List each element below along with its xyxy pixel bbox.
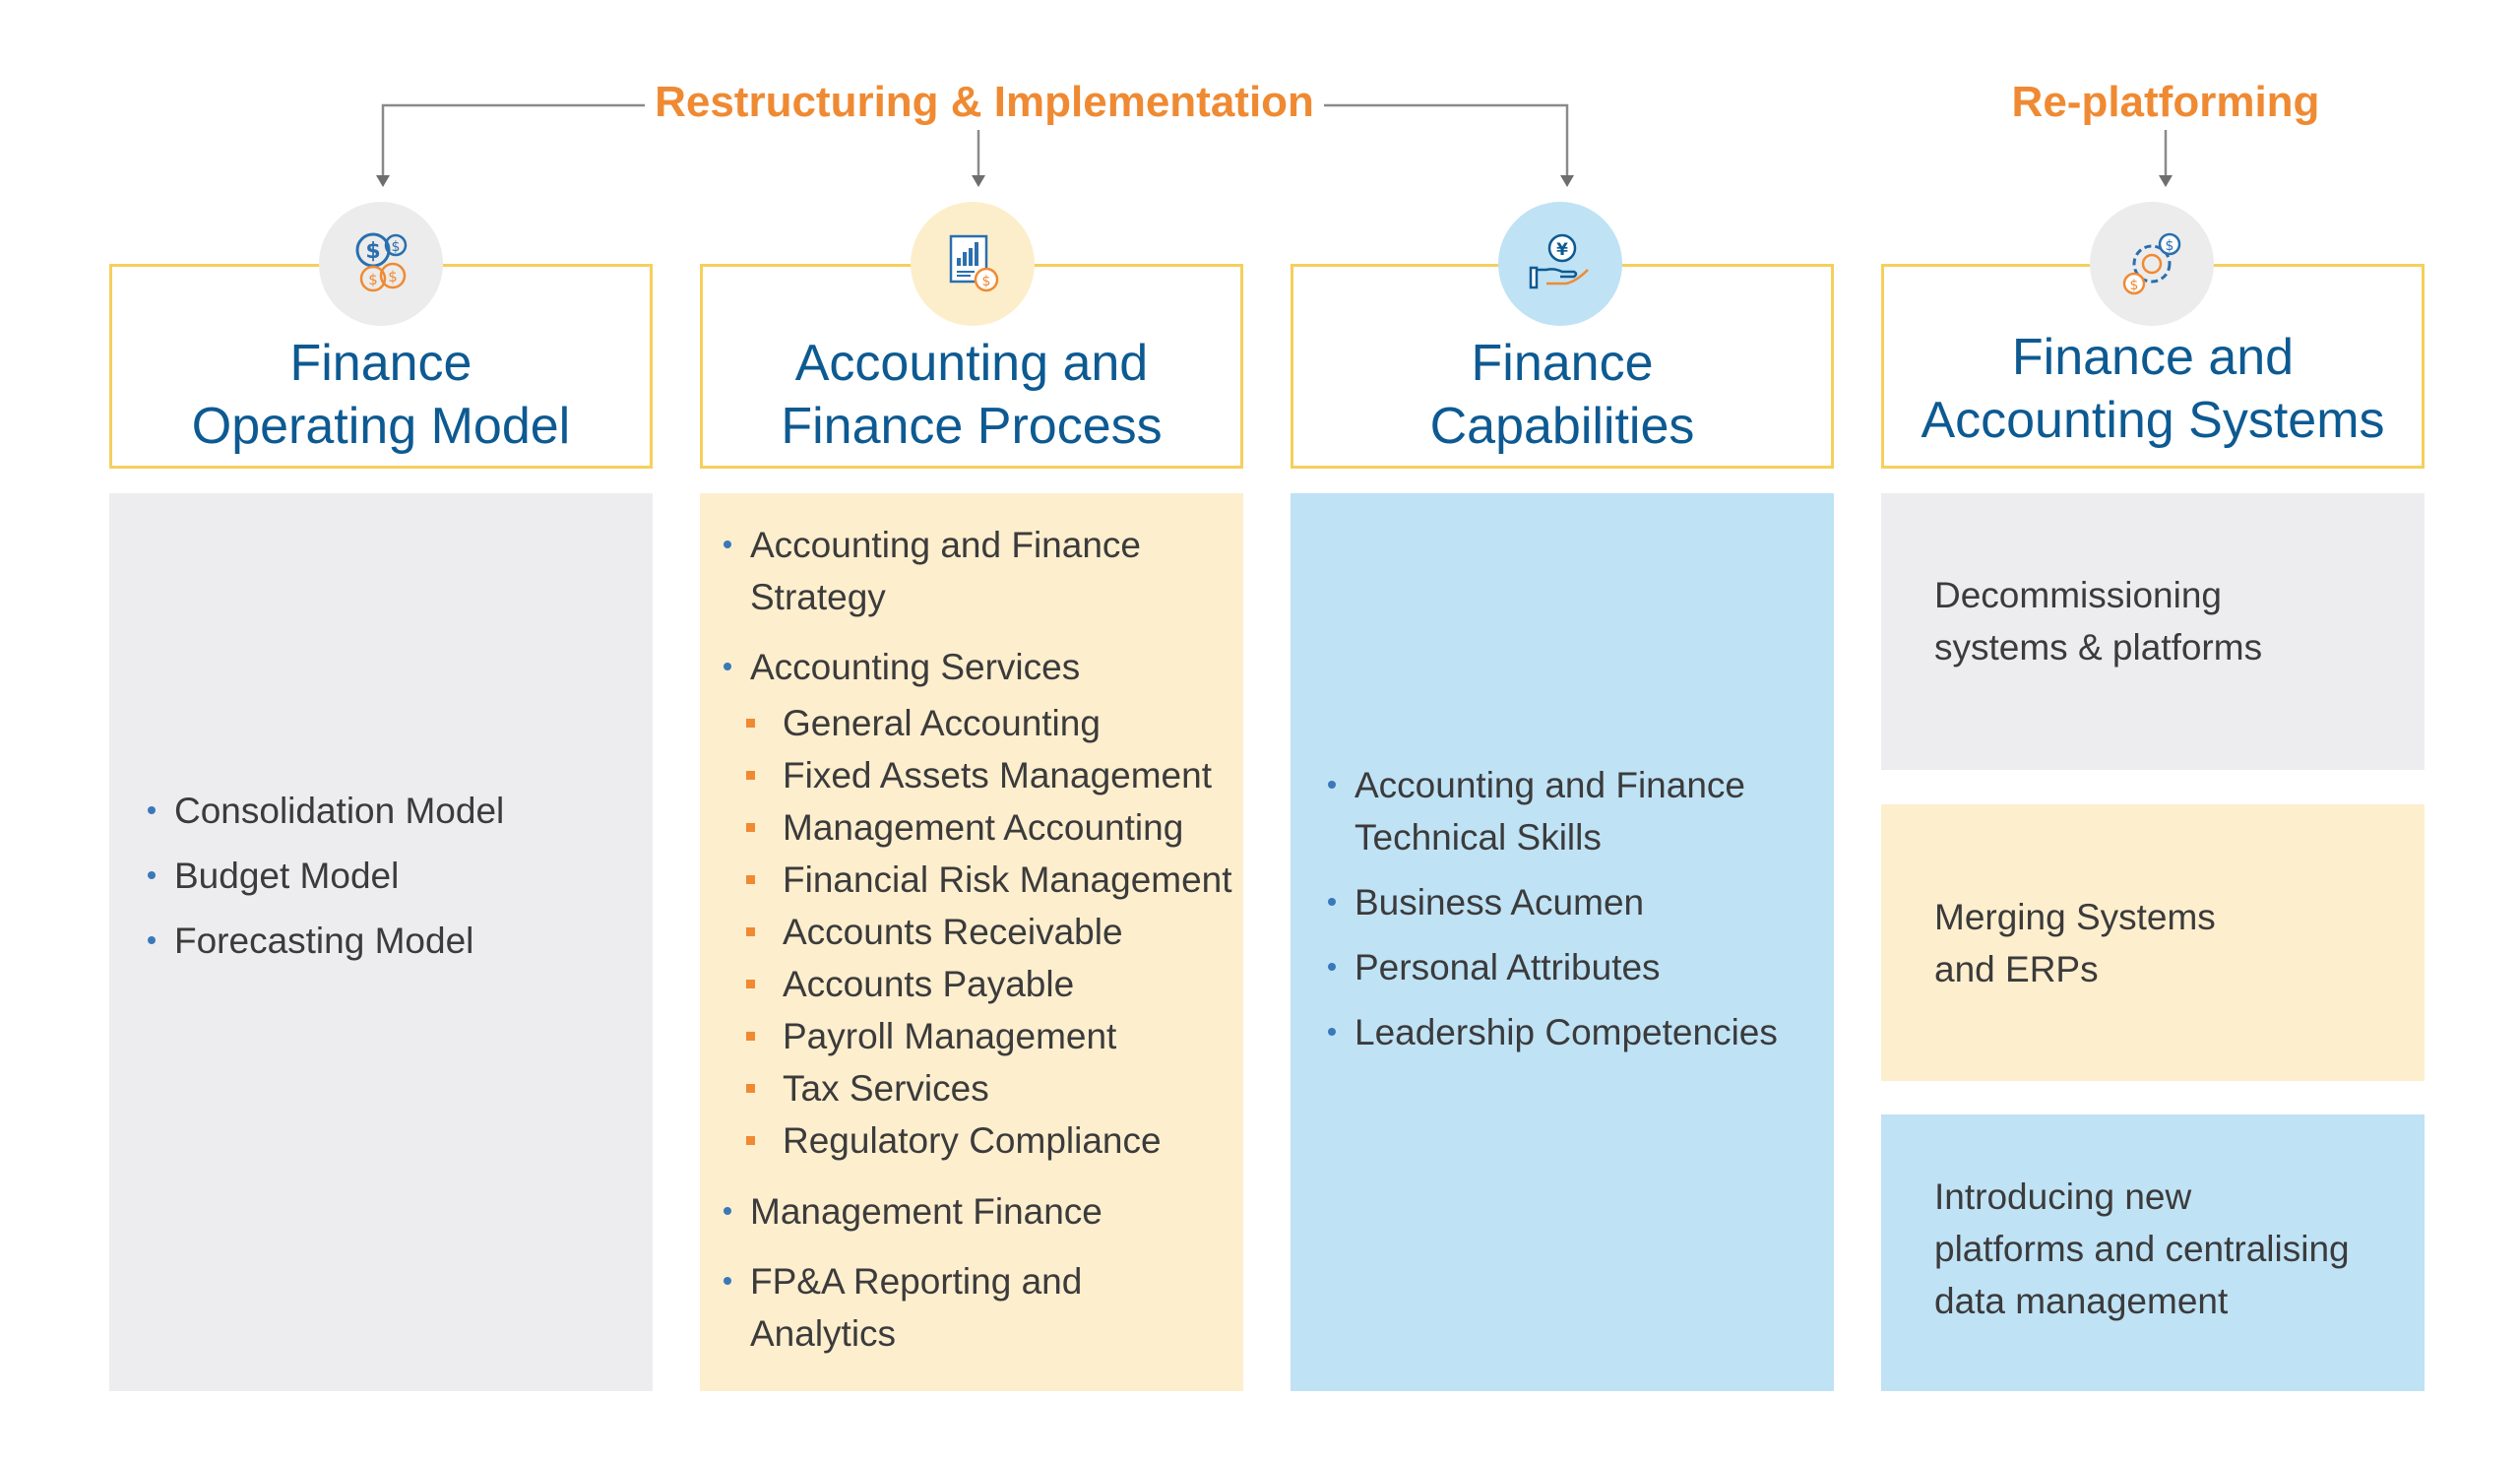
panel-new-platforms: Introducing new platforms and centralisi… (1881, 1114, 2425, 1391)
title-line: Operating Model (191, 398, 571, 455)
sub-list-item: Accounts Receivable (746, 906, 1232, 958)
panel-text: Merging Systems and ERPs (1934, 891, 2216, 995)
svg-text:$: $ (982, 274, 991, 289)
list-item-text: FP&A Reporting and (750, 1261, 1083, 1302)
sub-list-item: Tax Services (746, 1062, 1232, 1114)
panel-decommissioning: Decommissioning systems & platforms (1881, 493, 2425, 770)
title-line: Finance Process (781, 398, 1163, 455)
text-line: systems & platforms (1934, 627, 2263, 667)
text-line: Merging Systems (1934, 897, 2216, 937)
svg-text:$: $ (388, 268, 398, 286)
currency-coins-icon: $ $ $ $ (319, 202, 443, 326)
list-item: Accounting Services (724, 641, 1141, 693)
connector-to-col1 (381, 103, 645, 175)
sub-list-item: Fixed Assets Management (746, 749, 1232, 801)
text-line: Introducing new (1934, 1176, 2192, 1217)
svg-text:$: $ (365, 239, 380, 264)
panel-text: Introducing new platforms and centralisi… (1934, 1171, 2350, 1327)
list-item: Budget Model (147, 850, 504, 902)
connector-lines (376, 103, 2173, 187)
title-line: Finance and (2011, 329, 2295, 386)
panel-text: Decommissioning systems & platforms (1934, 569, 2262, 673)
title-line: Capabilities (1429, 398, 1695, 455)
header-replatforming: Re-platforming (2011, 78, 2320, 126)
svg-text:$: $ (2130, 278, 2139, 293)
svg-text:$: $ (2166, 238, 2174, 254)
hand-yen-icon: ¥ (1498, 202, 1622, 326)
sub-list-item: General Accounting (746, 697, 1232, 749)
text-line: Decommissioning (1934, 575, 2222, 615)
sub-list-item: Financial Risk Management (746, 854, 1232, 906)
connector-to-col3 (1324, 103, 1569, 175)
svg-text:$: $ (392, 239, 401, 255)
list-item-text: Accounting and Finance (1354, 765, 1745, 805)
list-item-text: Accounting and Finance (750, 525, 1141, 565)
text-line: and ERPs (1934, 949, 2099, 989)
header-restructuring: Restructuring & Implementation (655, 78, 1314, 126)
list-item: Personal Attributes (1328, 941, 1778, 993)
arrow-head-col3 (1560, 175, 1574, 187)
text-line: data management (1934, 1281, 2229, 1321)
sub-list-item: Management Accounting (746, 801, 1232, 854)
arrow-head-col1 (376, 175, 390, 187)
gear-dollar-icon: $ $ (2090, 202, 2214, 326)
text-line: platforms and centralising (1934, 1229, 2350, 1269)
title-line: Finance (289, 335, 472, 392)
title-line: Accounting Systems (1921, 392, 2385, 449)
column-title: Finance and Accounting Systems (1921, 326, 2384, 452)
list-item-text: Technical Skills (1354, 817, 1602, 858)
list-item: Management Finance (724, 1185, 1102, 1238)
title-line: Accounting and (794, 335, 1149, 392)
column-title: Finance Operating Model (192, 332, 570, 458)
list-item: Business Acumen (1328, 876, 1778, 928)
list-item-text: Analytics (750, 1313, 897, 1354)
report-dollar-icon: $ (911, 202, 1035, 326)
operating-model-list: Consolidation Model Budget Model Forecas… (147, 785, 504, 967)
list-item-text: Strategy (750, 577, 886, 617)
sub-list-item: Regulatory Compliance (746, 1114, 1232, 1167)
arrow-head-col2 (972, 175, 985, 187)
title-box-systems: Finance and Accounting Systems (1881, 264, 2425, 469)
accounting-services-sublist: General Accounting Fixed Assets Manageme… (746, 697, 1232, 1167)
arrow-head-col4 (2159, 175, 2173, 187)
panel-merging-systems: Merging Systems and ERPs (1881, 804, 2425, 1081)
panel-operating-model: Consolidation Model Budget Model Forecas… (109, 493, 653, 1391)
svg-text:$: $ (368, 271, 378, 288)
column-title: Accounting and Finance Process (781, 332, 1162, 458)
list-item: Leadership Competencies (1328, 1006, 1778, 1058)
sub-list-item: Payroll Management (746, 1010, 1232, 1062)
list-item: Consolidation Model (147, 785, 504, 837)
svg-text:¥: ¥ (1556, 240, 1568, 260)
column-title: Finance Capabilities (1430, 332, 1695, 458)
list-item: Forecasting Model (147, 915, 504, 967)
sub-list-item: Accounts Payable (746, 958, 1232, 1010)
title-line: Finance (1471, 335, 1654, 392)
